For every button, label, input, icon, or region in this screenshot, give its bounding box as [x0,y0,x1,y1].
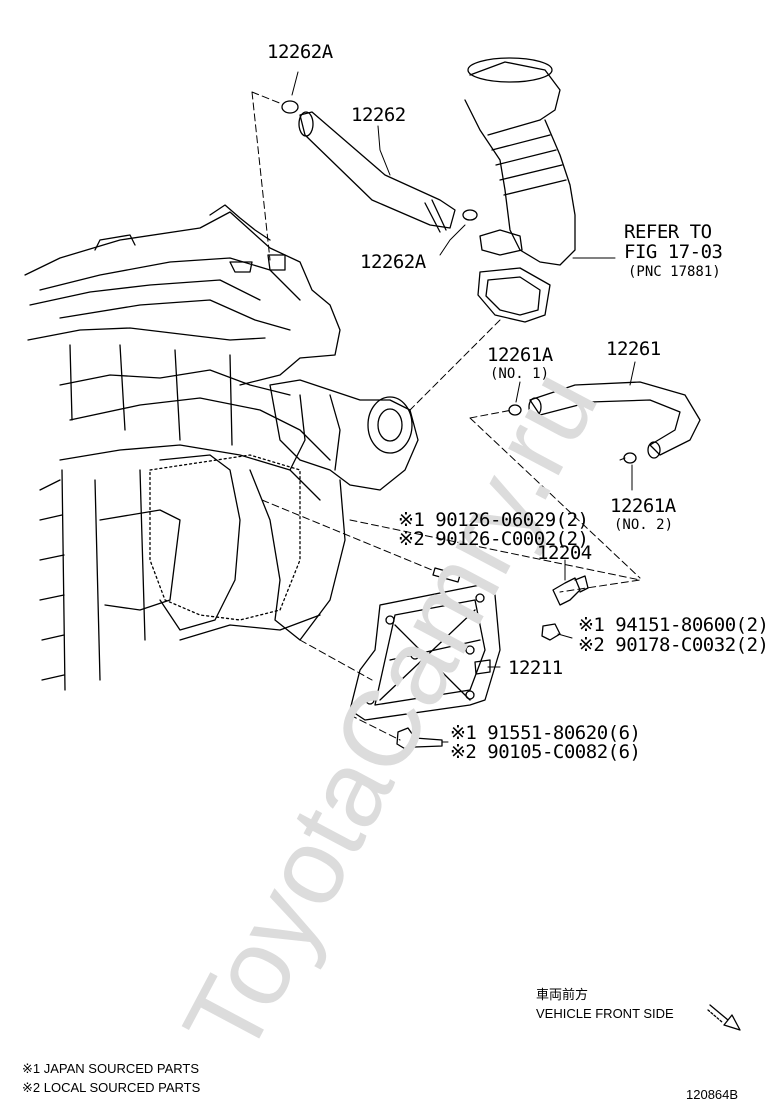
label-refer-line2: FIG 17-03 [624,241,723,263]
label-12261A-bottom: 12261A [610,495,676,517]
guide-12262 [251,91,283,261]
direction-en: VEHICLE FRONT SIDE [536,1006,674,1021]
label-bolt-japan: ※1 91551-80620(6) [450,722,641,744]
label-bolt-local: ※2 90105-C0082(6) [450,741,641,763]
label-12262A-mid: 12262A [360,251,426,273]
label-refer-line1: REFER TO [624,221,712,243]
label-nut-japan: ※1 94151-80600(2) [578,614,768,636]
plug-12211 [474,659,491,675]
engine-block [24,204,419,691]
guide-duct [409,319,501,411]
label-12211: 12211 [508,657,563,679]
label-12261A-bottom-sub: (NO. 2) [614,517,674,533]
label-12262: 12262 [351,104,406,126]
front-arrow-icon [707,1004,741,1031]
cover-plate-12211 [349,584,501,721]
direction-jp: 車両前方 [536,987,589,1002]
label-12261A-top: 12261A [487,344,553,366]
bolt [396,727,443,751]
sensor-12204 [552,575,589,606]
label-12262A-top: 12262A [267,41,333,63]
stud [432,567,461,583]
guide-12261 [469,409,641,579]
figure-id: 120864B [686,1087,739,1102]
hose-12261 [508,381,701,464]
label-12204: 12204 [537,542,592,564]
legend-local: ※2 LOCAL SOURCED PARTS [22,1080,201,1095]
nut [541,623,561,641]
legend-japan: ※1 JAPAN SOURCED PARTS [22,1061,200,1076]
label-nut-local: ※2 90178-C0032(2) [578,634,768,656]
guide-cover [299,519,641,741]
hose-12262 [281,100,478,233]
label-12261: 12261 [606,338,661,360]
label-12261A-top-sub: (NO. 1) [490,366,550,382]
air-duct [464,57,576,323]
label-stud-japan: ※1 90126-06029(2) [398,509,589,531]
label-stud-local: ※2 90126-C0002(2) [398,528,589,550]
guide-stud [261,499,433,571]
block-gasket-outline [149,454,301,621]
label-refer-line3: (PNC 17881) [628,264,721,280]
